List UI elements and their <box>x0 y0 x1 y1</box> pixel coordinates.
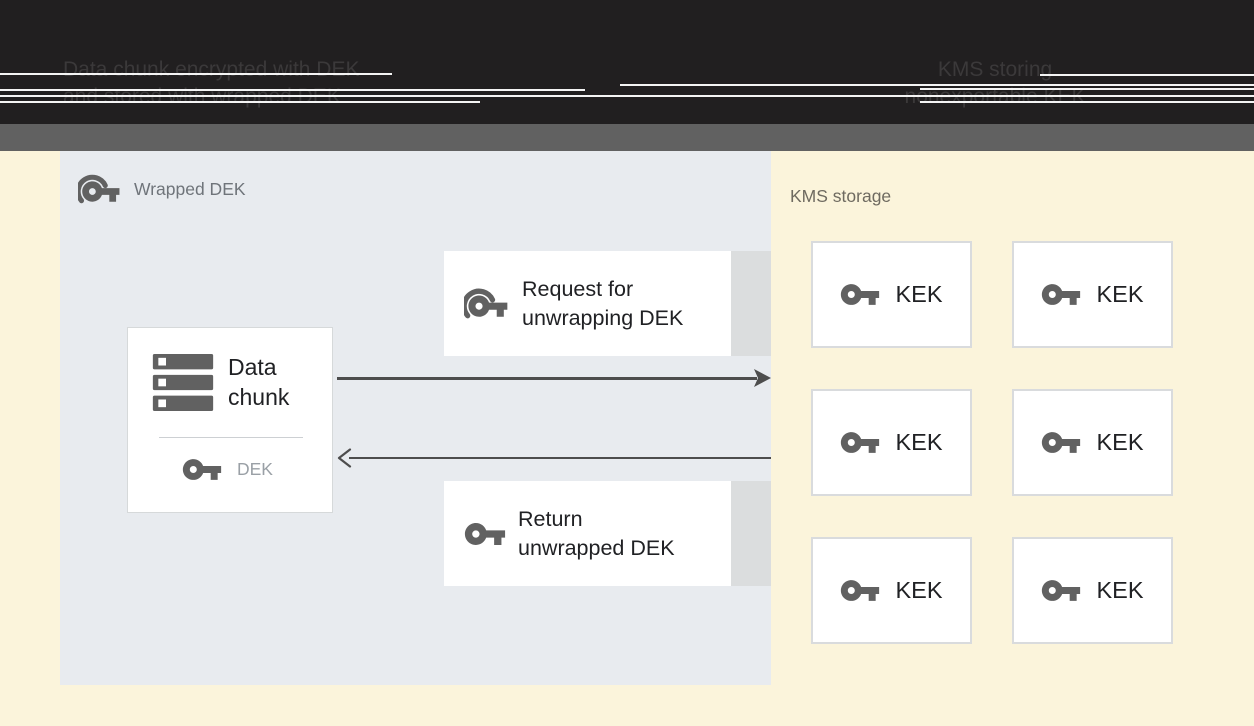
key-icon <box>1042 580 1081 601</box>
right-caption-line1: KMS storing <box>937 58 1053 81</box>
wrapped-dek-panel: Wrapped DEK Data chunk <box>60 151 771 685</box>
left-caption-line1: Data chunk encrypted with DEK <box>63 58 360 81</box>
kek-box: KEK <box>1012 241 1173 348</box>
kek-box: KEK <box>1012 537 1173 644</box>
glitch-line <box>920 88 1254 90</box>
data-chunk-box: Data chunk DEK <box>127 327 333 513</box>
top-banner: Data chunk encrypted with DEK and stored… <box>0 0 1254 124</box>
data-chunk-title: Data chunk <box>228 354 290 410</box>
kek-label: KEK <box>895 429 943 455</box>
kek-box: KEK <box>1012 389 1173 496</box>
data-chunk-divider <box>159 437 303 438</box>
key-icon <box>464 522 506 545</box>
request-box: Request for unwrapping DEK <box>444 251 731 356</box>
kek-label: KEK <box>1096 281 1144 307</box>
glitch-line <box>0 73 392 75</box>
glitch-line <box>0 101 480 103</box>
request-box-label: Request for unwrapping DEK <box>522 276 684 330</box>
divider-strip <box>0 124 1254 151</box>
glitch-line <box>1040 74 1254 76</box>
key-icon <box>1042 284 1081 305</box>
return-box-label: Return unwrapped DEK <box>518 506 675 560</box>
panel-label: Wrapped DEK <box>134 178 246 199</box>
return-box: Return unwrapped DEK <box>444 481 731 586</box>
dek-label: DEK <box>237 459 273 479</box>
panel-header: Wrapped DEK <box>78 173 246 205</box>
glitch-line <box>0 89 585 91</box>
wrapped-key-icon <box>78 174 120 204</box>
key-icon <box>841 432 880 453</box>
wrapped-key-icon <box>464 288 508 319</box>
kek-box: KEK <box>811 241 972 348</box>
kek-label: KEK <box>895 281 943 307</box>
request-box-tail <box>731 251 771 356</box>
key-icon <box>841 580 880 601</box>
key-icon <box>1042 432 1081 453</box>
key-icon <box>841 284 880 305</box>
left-arrowhead-icon <box>337 448 352 468</box>
glitch-line <box>620 84 1254 86</box>
kek-label: KEK <box>1096 429 1144 455</box>
return-arrow <box>349 457 771 459</box>
glitch-line <box>920 101 1254 103</box>
return-box-tail <box>731 481 771 586</box>
data-chunk-icon <box>152 354 214 411</box>
kms-storage-label: KMS storage <box>790 186 892 206</box>
key-icon <box>182 459 222 480</box>
glitch-line <box>0 95 1254 97</box>
right-arrowhead-icon <box>754 369 771 387</box>
request-arrow <box>337 377 757 380</box>
kek-label: KEK <box>895 577 943 603</box>
kek-label: KEK <box>1096 577 1144 603</box>
diagram-canvas: Wrapped DEK Data chunk <box>0 151 1254 726</box>
kek-box: KEK <box>811 537 972 644</box>
dek-row: DEK <box>182 458 273 481</box>
kek-box: KEK <box>811 389 972 496</box>
